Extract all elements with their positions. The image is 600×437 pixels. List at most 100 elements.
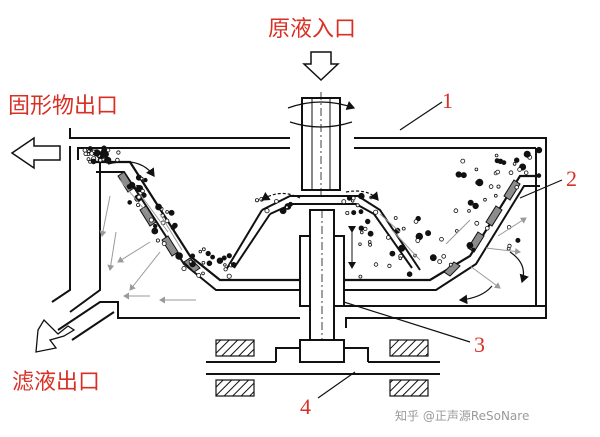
particle [259, 197, 264, 202]
particle [89, 151, 94, 156]
particle [415, 238, 421, 243]
particle [448, 262, 453, 267]
callout-number-2: 2 [566, 166, 577, 191]
particle [161, 241, 167, 247]
particle [406, 271, 413, 278]
particle [501, 160, 507, 166]
particle [279, 207, 287, 215]
particle [358, 192, 365, 200]
particle [494, 153, 499, 158]
particle [90, 158, 97, 165]
particle [466, 241, 474, 249]
particle [170, 225, 176, 231]
left-arrow-icon [10, 136, 61, 170]
particle [508, 170, 514, 176]
central-shaft [299, 209, 356, 345]
particle [190, 253, 196, 259]
particle [115, 157, 120, 163]
particle [467, 199, 474, 206]
particle [181, 266, 187, 272]
particle [86, 157, 91, 162]
particle [136, 194, 142, 200]
particle [474, 167, 479, 172]
particle [164, 218, 170, 224]
particle [345, 210, 350, 215]
particle [346, 195, 352, 201]
particle [398, 256, 403, 261]
particle [254, 198, 259, 203]
particle [387, 263, 392, 268]
particle [517, 167, 522, 172]
particle [455, 171, 462, 178]
particle [483, 197, 487, 202]
particle [288, 201, 293, 207]
particle [341, 199, 347, 205]
particle [264, 208, 270, 214]
particle [143, 177, 148, 183]
particle [226, 253, 232, 259]
particle [230, 262, 237, 268]
particle [101, 157, 106, 162]
particle [136, 202, 141, 207]
particle [437, 259, 443, 265]
particle [514, 157, 520, 163]
particle [472, 202, 479, 210]
particle [363, 226, 368, 231]
particle [285, 205, 289, 210]
particle [515, 237, 521, 243]
particle [140, 188, 145, 194]
particle [495, 169, 501, 175]
particle [205, 250, 211, 257]
particle [373, 262, 379, 267]
particle [389, 250, 396, 257]
callout-number-1: 1 [442, 88, 453, 113]
particle [471, 247, 476, 253]
drive-assembly [206, 339, 440, 397]
particle [83, 151, 88, 156]
particle [151, 227, 159, 235]
particle [223, 267, 228, 272]
callout-number-4: 4 [300, 394, 311, 419]
particle [116, 150, 121, 155]
particle [152, 223, 158, 229]
particle [475, 180, 481, 186]
particle [453, 208, 459, 214]
particle [493, 193, 498, 198]
particle [165, 210, 169, 214]
callout-leaders [317, 101, 563, 399]
particle [460, 172, 467, 179]
particle [358, 274, 363, 279]
particle [393, 216, 398, 220]
particle [413, 219, 419, 224]
particle [155, 203, 163, 211]
particle [274, 199, 279, 204]
particle [175, 252, 183, 260]
flow-arrows [99, 161, 529, 305]
particle [168, 209, 175, 216]
particle [484, 226, 490, 231]
particle [139, 176, 144, 181]
particle [401, 226, 406, 231]
watermark-text: 知乎 @正声源ReSoNare [395, 409, 529, 423]
filtrate-outlet-label: 滤液出口 [12, 370, 100, 395]
particle [221, 255, 227, 261]
particle [367, 240, 372, 244]
particle [101, 150, 109, 159]
particle [128, 181, 136, 189]
outer-casing [51, 128, 547, 341]
particle [104, 156, 112, 164]
particle [198, 249, 202, 254]
particle [398, 244, 406, 252]
particle [536, 173, 542, 178]
particle [148, 217, 154, 223]
particle [512, 162, 517, 166]
particle [201, 260, 206, 265]
particle [87, 146, 93, 151]
particle [188, 259, 193, 264]
down-left-arrow-icon [35, 318, 76, 353]
particle [216, 257, 224, 264]
feed-pipe [287, 92, 356, 196]
particle [226, 273, 232, 279]
particle [441, 254, 447, 259]
